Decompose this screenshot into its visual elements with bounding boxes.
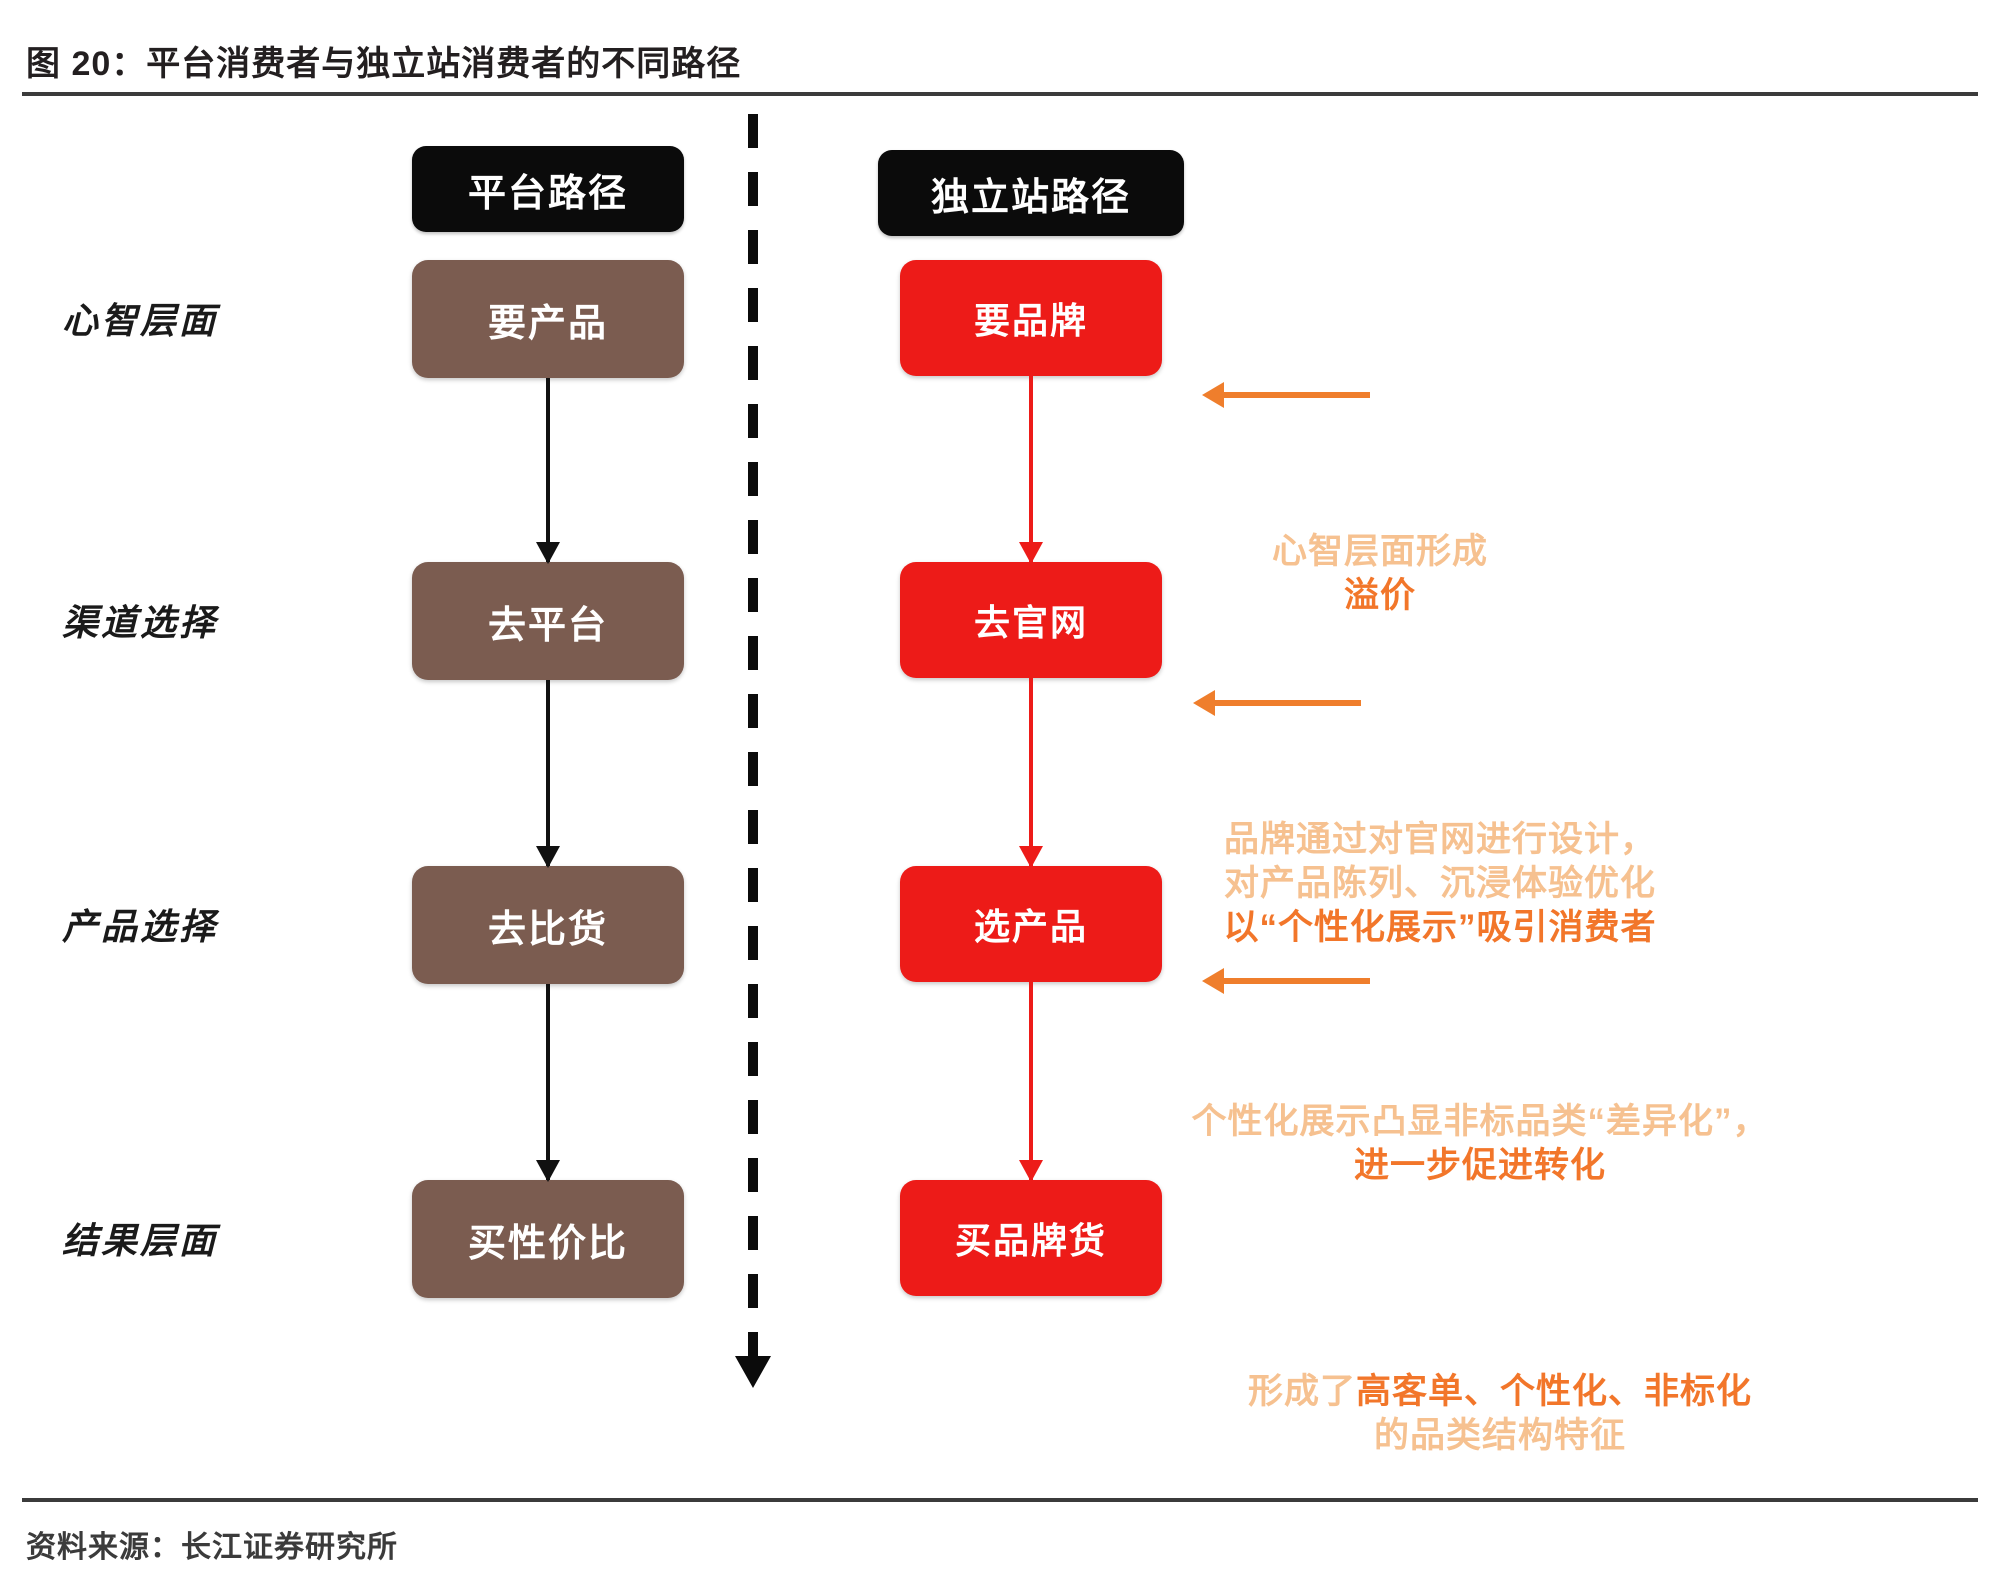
annotation-text-bold: 进一步促进转化 — [1353, 1146, 1606, 1186]
annotation-arrow-mindset — [1202, 382, 1370, 408]
node-dtc-result: 买品牌货 — [900, 1180, 1162, 1296]
annotation-text-light: 品牌通过对官网进行设计， — [1223, 820, 1656, 859]
annotation-line: 品牌通过对官网进行设计， — [1090, 818, 1790, 862]
title-divider-rule — [22, 92, 1978, 96]
arrow-head-icon — [536, 1160, 560, 1182]
annotation-line: 心智层面形成 — [1160, 530, 1600, 574]
dashed-divider — [735, 114, 771, 1388]
annotation-line: 溢价 — [1160, 574, 1600, 618]
row-label-mindset: 心智层面 — [62, 300, 219, 341]
annotation-line: 个性化展示凸显非标品类“差异化”， — [1100, 1100, 1860, 1144]
annotation-text-bold: 以“个性化展示”吸引消费者 — [1223, 908, 1657, 948]
connector-stem — [1029, 678, 1033, 866]
arrow-head-icon — [1193, 690, 1215, 716]
connector-stem — [546, 378, 550, 562]
annotation-result: 形成了高客单、个性化、非标化 的品类结构特征 — [1130, 1370, 1870, 1458]
annotation-line: 进一步促进转化 — [1100, 1144, 1860, 1188]
node-platform-product: 去比货 — [412, 866, 684, 984]
row-label-result: 结果层面 — [62, 1220, 219, 1261]
annotation-line: 以“个性化展示”吸引消费者 — [1090, 906, 1790, 950]
connector-stem — [546, 984, 550, 1180]
annotation-text-light: 对产品陈列、沉浸体验优化 — [1223, 864, 1656, 904]
annotation-arrow-channel — [1193, 690, 1361, 716]
arrow-head-icon — [536, 542, 560, 564]
annotation-arrow-product — [1202, 968, 1370, 994]
arrow-head-icon — [1019, 846, 1043, 868]
arrow-head-icon — [1019, 1160, 1043, 1182]
annotation-line: 形成了高客单、个性化、非标化 — [1130, 1370, 1870, 1414]
annotation-text-light: 个性化展示凸显非标品类“差异化”， — [1191, 1102, 1769, 1141]
annotation-text-bold: 溢价 — [1343, 576, 1416, 616]
annotation-text-bold: 高客单、个性化、非标化 — [1356, 1372, 1753, 1411]
dtc-path-header: 独立站路径 — [878, 150, 1184, 236]
annotation-line: 对产品陈列、沉浸体验优化 — [1090, 862, 1790, 906]
annotation-product: 个性化展示凸显非标品类“差异化”， 进一步促进转化 — [1100, 1100, 1860, 1188]
arrow-head-icon — [536, 846, 560, 868]
arrow-head-icon — [1202, 968, 1224, 994]
dashed-line — [748, 114, 758, 1356]
source-note: 资料来源：长江证券研究所 — [26, 1531, 398, 1564]
platform-path-header: 平台路径 — [412, 146, 684, 232]
arrow-head-icon — [1019, 542, 1043, 564]
arrow-head-icon — [1202, 382, 1224, 408]
node-platform-result: 买性价比 — [412, 1180, 684, 1298]
annotation-text-light: 心智层面形成 — [1271, 532, 1488, 571]
node-dtc-mindset: 要品牌 — [900, 260, 1162, 376]
connector-stem — [1029, 982, 1033, 1180]
dashed-arrow-head-icon — [735, 1356, 771, 1388]
annotation-text-light: 形成了 — [1247, 1372, 1356, 1411]
footer-divider-rule — [22, 1498, 1978, 1502]
node-platform-channel: 去平台 — [412, 562, 684, 680]
annotation-text-light: 的品类结构特征 — [1373, 1416, 1626, 1456]
node-platform-mindset: 要产品 — [412, 260, 684, 378]
diagram-canvas: 平台路径 独立站路径 心智层面 要产品 要品牌 渠道选择 去平台 去官网 产品选… — [0, 100, 2000, 1460]
page-title: 图 20：平台消费者与独立站消费者的不同路径 — [26, 45, 742, 83]
annotation-line: 的品类结构特征 — [1130, 1414, 1870, 1458]
node-dtc-product: 选产品 — [900, 866, 1162, 982]
row-label-product: 产品选择 — [62, 906, 219, 947]
row-label-channel: 渠道选择 — [62, 602, 219, 643]
annotation-channel: 品牌通过对官网进行设计， 对产品陈列、沉浸体验优化 以“个性化展示”吸引消费者 — [1090, 818, 1790, 950]
annotation-mindset: 心智层面形成 溢价 — [1160, 530, 1600, 618]
connector-stem — [1029, 376, 1033, 562]
node-dtc-channel: 去官网 — [900, 562, 1162, 678]
connector-stem — [546, 680, 550, 866]
